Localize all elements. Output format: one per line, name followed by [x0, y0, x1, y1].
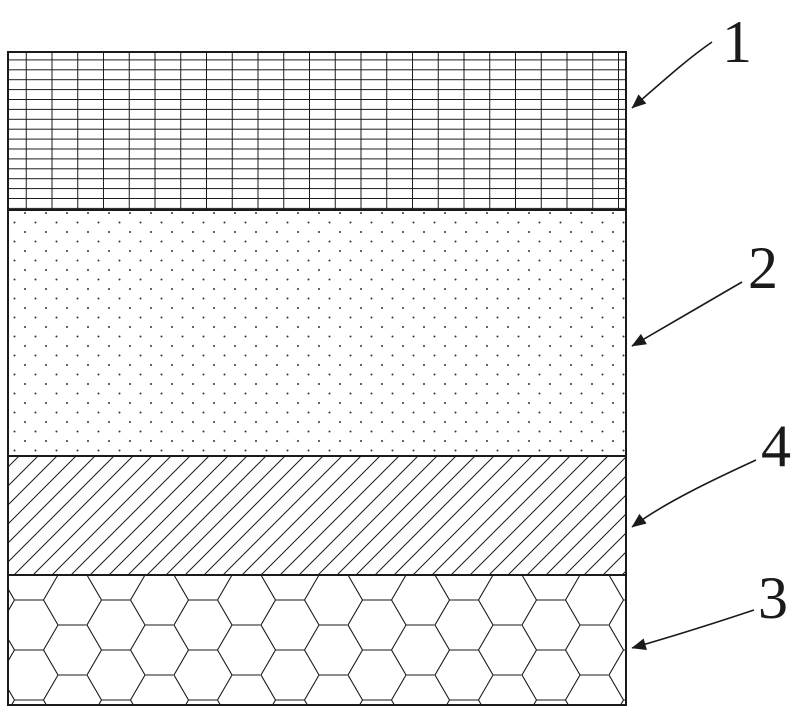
layer-dot-stipple [7, 209, 627, 457]
callout-4-leader-arrow [631, 459, 757, 528]
callout-1-label: 1 [722, 9, 752, 75]
callout-2-leader-arrow [631, 281, 743, 347]
callout-3-label: 3 [758, 565, 788, 631]
callouts: 1 2 4 3 [631, 9, 791, 650]
layer-grid-hatch [7, 51, 627, 211]
callout-3-leader-arrow [631, 609, 755, 650]
layer-diagonal-hatch [7, 455, 627, 576]
callout-4: 4 [631, 413, 791, 528]
callout-1: 1 [631, 9, 752, 109]
callout-3: 3 [631, 565, 788, 650]
callout-2-label: 2 [748, 235, 778, 301]
callout-4-label: 4 [761, 413, 791, 479]
callout-2: 2 [631, 235, 778, 347]
layer-honeycomb [7, 574, 627, 706]
layer-stack [7, 51, 627, 706]
callout-1-leader-arrow [631, 41, 713, 109]
